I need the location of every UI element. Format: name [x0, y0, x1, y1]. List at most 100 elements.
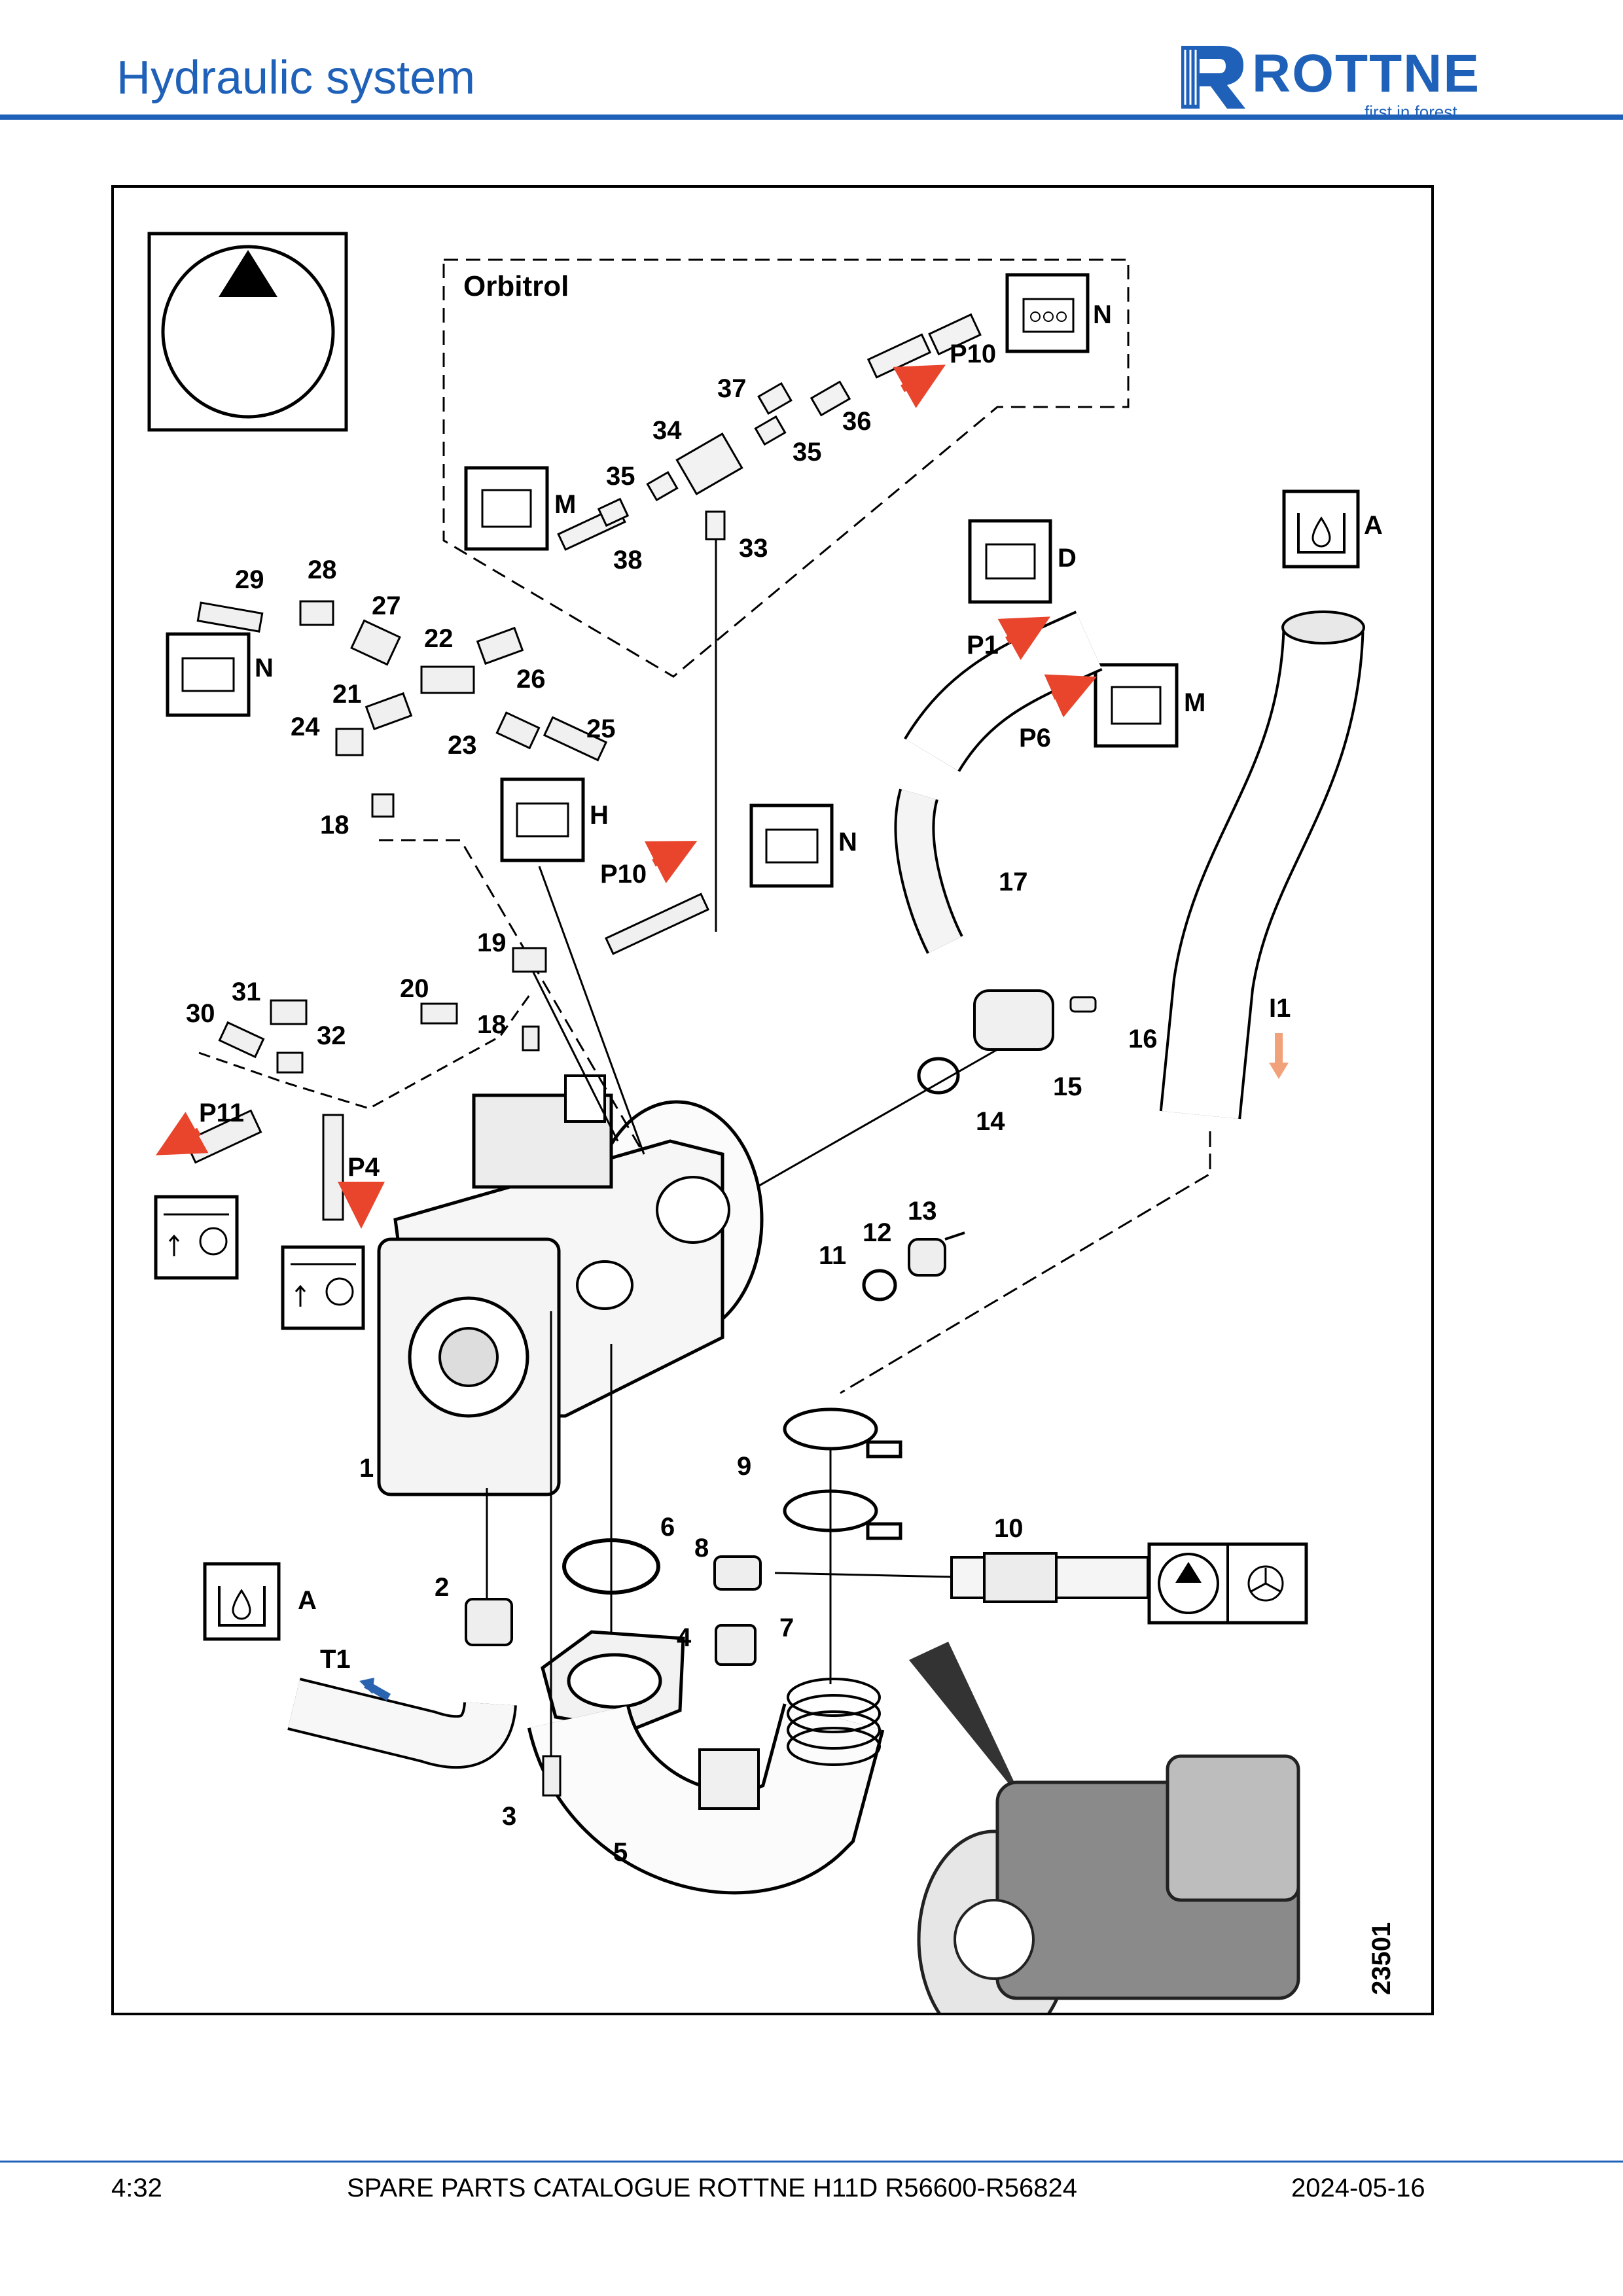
plug-cap	[908, 1238, 946, 1277]
suction-hose	[1162, 629, 1362, 1119]
return-hose	[288, 1680, 514, 1767]
connector-n-mid-icon	[749, 804, 834, 888]
letter-h: H	[590, 801, 609, 830]
flow-arrows	[156, 364, 1289, 1701]
callout-33: 33	[739, 534, 768, 563]
pilot-fittings	[184, 600, 709, 1221]
callout-27: 27	[372, 592, 401, 620]
diagram-frame: Orbitrol	[111, 185, 1434, 2049]
callout-21: 21	[332, 680, 362, 709]
callout-38: 38	[613, 546, 643, 574]
label-p1: P1	[967, 631, 999, 660]
callout-35b: 35	[793, 438, 822, 467]
callout-3: 3	[502, 1802, 516, 1831]
callout-8: 8	[694, 1534, 709, 1563]
tank-a-top-icon	[1282, 489, 1360, 569]
label-i1: I1	[1269, 994, 1291, 1023]
letter-d: D	[1058, 544, 1077, 573]
callout-25: 25	[586, 715, 616, 743]
label-p4: P4	[348, 1153, 380, 1182]
callout-30: 30	[186, 999, 215, 1028]
orbitrol-group-label: Orbitrol	[463, 270, 569, 302]
label-p10-mid: P10	[600, 860, 647, 889]
pressure-hose	[906, 613, 1101, 771]
footer-catalogue-title: SPARE PARTS CATALOGUE ROTTNE H11D R56600…	[347, 2174, 1077, 2202]
letter-m-orbitrol: M	[554, 490, 576, 519]
callout-26: 26	[516, 665, 546, 694]
callout-20: 20	[400, 974, 429, 1003]
label-t1: T1	[320, 1645, 351, 1674]
callout-19: 19	[477, 928, 507, 957]
callout-15: 15	[1053, 1072, 1082, 1101]
view-orientation-icon	[147, 232, 348, 432]
orbitrol-parts	[557, 313, 982, 551]
adapter-fitting	[715, 1624, 757, 1666]
drive-pump-icon-left	[154, 1195, 239, 1280]
callout-5: 5	[613, 1838, 628, 1867]
label-p10-top: P10	[950, 340, 996, 368]
return-adapter	[465, 1598, 513, 1646]
callout-18b: 18	[477, 1010, 507, 1039]
callout-23: 23	[448, 731, 477, 760]
footer-rule	[0, 2161, 1623, 2163]
connector-m-orbitrol-icon	[464, 466, 549, 551]
suction-pipe	[530, 1704, 882, 1892]
callout-17: 17	[999, 868, 1028, 896]
callout-10: 10	[994, 1514, 1024, 1543]
illustration-number: 23501	[1367, 1922, 1396, 1995]
callout-13: 13	[908, 1197, 937, 1226]
callout-2: 2	[435, 1573, 449, 1602]
footer-date: 2024-05-16	[1291, 2174, 1425, 2202]
footer-page-number: 4:32	[111, 2174, 162, 2202]
flange-part	[917, 989, 1097, 1095]
callout-29: 29	[235, 565, 264, 594]
callout-35a: 35	[606, 462, 635, 491]
letter-m-right: M	[1184, 688, 1205, 717]
callout-28: 28	[308, 556, 337, 584]
callout-6: 6	[660, 1513, 675, 1542]
callout-14: 14	[976, 1107, 1005, 1136]
page-title: Hydraulic system	[116, 52, 476, 104]
letter-n-left: N	[255, 654, 274, 682]
callout-24: 24	[291, 713, 320, 741]
connector-h-icon	[500, 777, 585, 862]
pump-location-inset	[909, 1642, 1300, 2049]
label-p6: P6	[1019, 724, 1051, 752]
callout-18a: 18	[320, 811, 349, 839]
orbitrol-group-outline	[442, 258, 1130, 678]
letter-a-bottom: A	[298, 1586, 317, 1615]
brand-name: ROTTNE	[1252, 44, 1481, 103]
drive-pump-icon-right	[281, 1245, 365, 1330]
callout-36: 36	[842, 407, 872, 436]
letter-n-mid: N	[838, 828, 857, 857]
header-rule	[0, 115, 1623, 120]
tank-a-bottom-icon	[203, 1562, 281, 1641]
callout-32: 32	[317, 1021, 346, 1050]
callout-34: 34	[652, 416, 682, 445]
callout-1: 1	[359, 1454, 374, 1483]
connector-n-top-icon	[1005, 273, 1090, 353]
callout-37: 37	[717, 374, 747, 403]
seal-ring	[862, 1269, 897, 1301]
bolt	[542, 1755, 562, 1797]
letter-a-top: A	[1364, 511, 1383, 540]
callout-4: 4	[677, 1623, 692, 1652]
callout-11: 11	[819, 1241, 846, 1270]
callout-9: 9	[737, 1452, 751, 1481]
fan-drive-icon	[1147, 1542, 1308, 1625]
callout-12: 12	[863, 1218, 892, 1247]
hydraulic-pump	[377, 1074, 764, 1496]
callout-16: 16	[1128, 1025, 1158, 1053]
hose-clamps	[783, 1407, 902, 1540]
elbow-fitting	[713, 1555, 762, 1591]
brand-logo: ROTTNE first in forest	[1175, 41, 1515, 122]
letter-n-top: N	[1093, 300, 1112, 329]
exploded-parts-diagram: Orbitrol	[147, 232, 1396, 2049]
connector-m-right-icon	[1094, 663, 1179, 748]
callout-22: 22	[424, 624, 454, 653]
callout-7: 7	[779, 1614, 794, 1642]
rottne-r-logo-icon	[1181, 46, 1245, 109]
callout-31: 31	[232, 978, 261, 1006]
label-p11: P11	[199, 1099, 244, 1127]
connector-d-icon	[968, 519, 1052, 604]
